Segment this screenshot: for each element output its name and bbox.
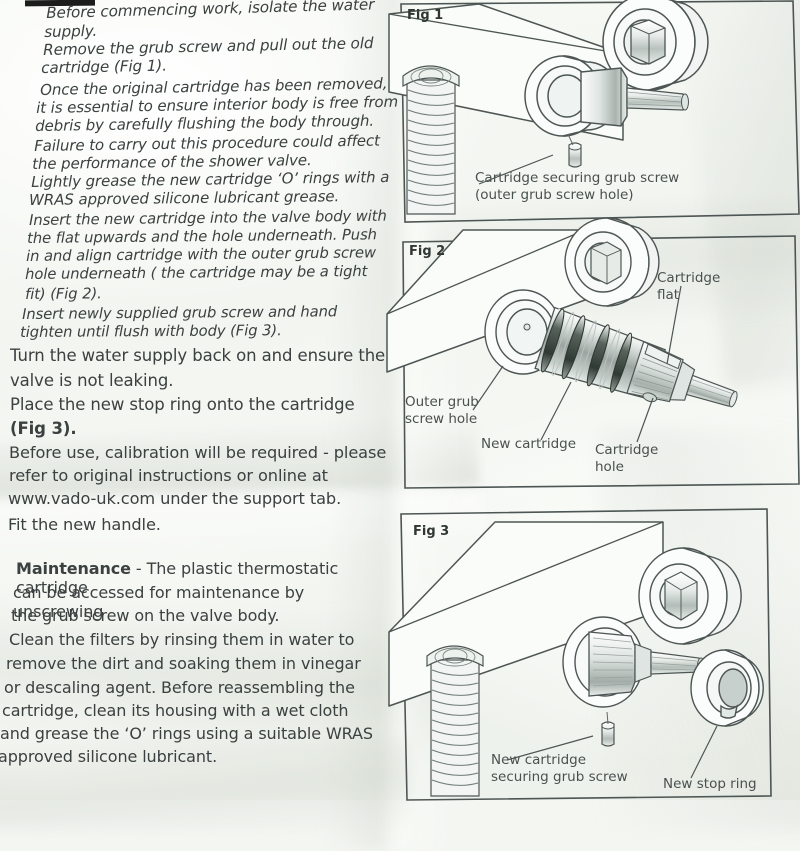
instruction-line: hole underneath ( the cartridge may be a… [25,263,368,283]
cartridge-stem [580,67,628,127]
callout-line: Cartridge [657,270,721,286]
callout-line: Cartridge [595,442,659,458]
instruction-line: refer to original instructions or online… [9,466,328,485]
instruction-line: and grease the ‘O’ rings using a suitabl… [0,724,373,743]
figure-fig1: Fig 1 Cartridge securing grub screw (out… [388,0,800,232]
figure-label-fig3: Fig 3 [413,524,450,539]
figure-frame [402,235,800,489]
instruction-line: tighten until flush with body (Fig 3). [20,322,282,341]
instruction-line: Clean the filters by rinsing them in wat… [9,630,355,649]
callout-line: hole [595,458,624,475]
callout-cartridge-securing-grub-screw: Cartridge securing grub screw (outer gru… [475,170,679,204]
maintenance-heading-line: Maintenance - The plastic thermostatic c… [16,559,398,597]
grub-screw [568,142,582,168]
instruction-line: can be accessed for maintenance by unscr… [13,583,305,621]
callout-line: New cartridge [481,436,577,452]
instruction-line: in and align cartridge with the outer gr… [26,244,377,265]
figure-fig3: Fig 3 New cartridge securing grub screw … [388,500,800,801]
figure-frame [400,508,772,801]
callout-new-stop-ring: New stop ring [663,776,757,793]
instruction-line: Turn the water supply back on and ensure… [10,346,386,365]
instruction-line: Before use, calibration will be required… [9,443,387,462]
instruction-line: Failure to carry out this procedure coul… [34,131,381,155]
instruction-line: remove the dirt and soaking them in vine… [6,654,361,673]
maintenance-heading: Maintenance [16,559,131,578]
instruction-line: cartridge (Fig 1). [41,56,168,77]
instruction-line: Insert the new cartridge into the valve … [29,207,387,229]
instruction-text-column: Before commencing work, isolate the wate… [0,0,398,800]
instruction-line: Fit the new handle. [8,515,161,534]
pipe-threads [431,669,479,786]
hex-nut [664,571,698,621]
threaded-pipe [402,65,460,215]
hex-nut [590,241,622,285]
instruction-line: approved silicone lubricant. [0,747,218,766]
callout-line: New cartridge [491,752,587,768]
instruction-line: the grub screw on the valve body. [11,606,280,625]
figure-label-fig2: Fig 2 [409,244,446,259]
instruction-line: cartridge, clean its housing with a wet … [2,701,349,720]
instruction-line: WRAS approved silicone lubricant grease. [29,187,340,209]
new-cartridge [534,306,738,408]
callout-cartridge-flat: Cartridge flat [657,270,720,304]
callout-outer-grub-screw-hole: Outer grub screw hole [405,394,479,428]
instruction-line: Insert newly supplied grub screw and han… [22,303,338,323]
cartridge-hole-marker [642,392,658,403]
callout-line: Outer grub [405,394,479,410]
instruction-line: Place the new stop ring onto the cartrid… [10,395,355,414]
callout-line: screw hole [405,410,478,427]
instruction-line: fit) (Fig 2). [25,285,102,303]
callout-line: New stop ring [663,776,757,792]
callout-new-cartridge-securing-grub-screw: New cartridge securing grub screw [491,752,628,786]
figure-label-fig1: Fig 1 [407,8,444,23]
pipe-threads [407,89,455,206]
callout-leaders [506,725,718,779]
maintenance-heading-rest: - The plastic thermostatic cartridge [16,559,339,597]
grub-screw [601,721,615,747]
instruction-line: or descaling agent. Before reassembling … [4,678,355,697]
instruction-line: valve is not leaking. [10,371,174,390]
callout-cartridge-hole: Cartridge hole [595,442,658,476]
instruction-line: supply. [44,21,98,41]
instruction-line: Before commencing work, isolate the wate… [46,0,375,22]
callout-line: (outer grub screw hole) [475,186,634,203]
stem-shaft [626,87,688,111]
instruction-line: (Fig 3). [10,419,77,438]
figures-column: Fig 1 Cartridge securing grub screw (out… [386,0,800,801]
instruction-line: www.vado-uk.com under the support tab. [8,489,342,508]
callout-line: flat [657,286,680,303]
new-stop-ring [690,649,764,727]
figure-fig2: Fig 2 Cartridge flat Outer grub screw ho… [386,217,800,492]
callout-leader [478,154,554,185]
italic-instruction-block: Before commencing work, isolate the wate… [0,0,398,341]
callout-line: securing grub screw [491,768,628,785]
callout-leaders [472,285,682,443]
outer-grub-screw-hole-marker [523,323,531,331]
callout-line: Cartridge securing grub screw [475,170,680,186]
hex-nut [630,19,666,65]
threaded-pipe [426,645,484,797]
callout-new-cartridge: New cartridge [481,436,576,453]
